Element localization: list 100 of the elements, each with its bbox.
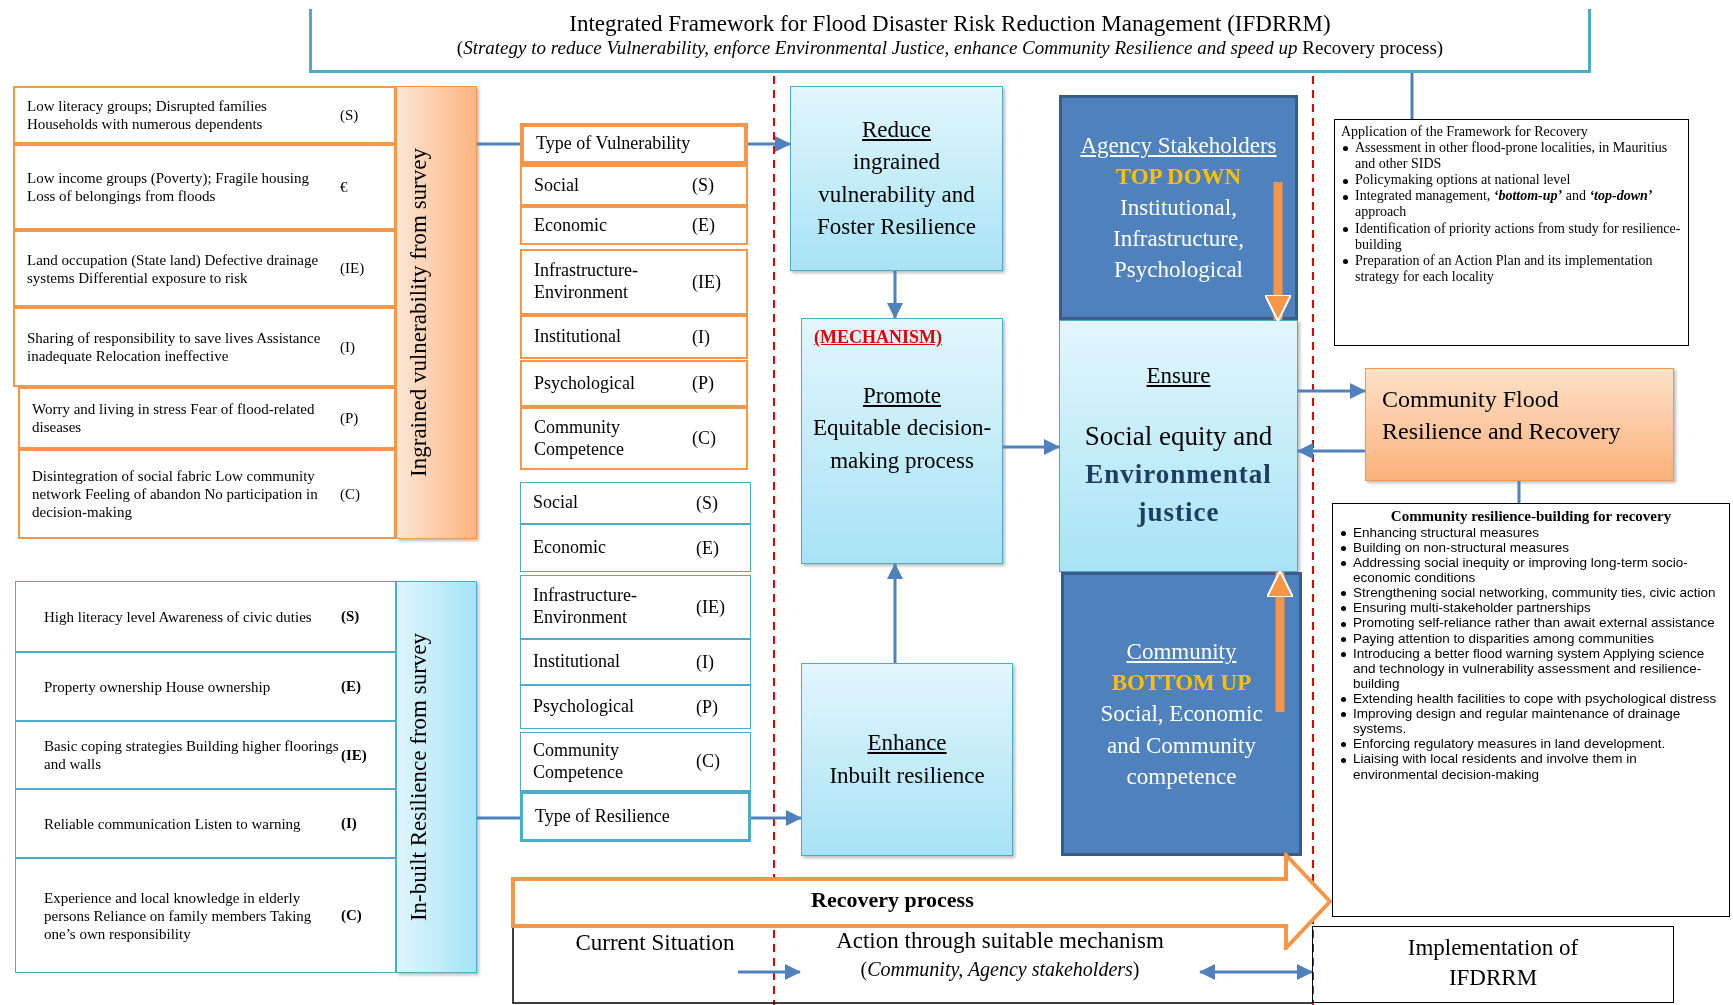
bullet-item: Extending health facilities to cope with psychological distress <box>1353 691 1717 706</box>
category-code: (IE) <box>692 271 722 293</box>
heading-text: Reduce <box>862 116 931 145</box>
table-row-box <box>520 249 748 315</box>
table-row-box <box>520 360 748 407</box>
heading-text: Agency Stakeholders <box>1080 131 1277 160</box>
row-label: Social <box>534 174 580 197</box>
row-label: Community Competence <box>534 416 625 461</box>
category-code: (I) <box>692 326 711 348</box>
table-row-box <box>520 524 751 572</box>
bullet-item: Addressing social inequity or improving long-term socio-economic conditions <box>1353 555 1688 586</box>
arrow <box>751 810 802 826</box>
title-text: Integrated Framework for Flood Disaster Risk Reduction Management (IFDRRM) <box>568 11 1332 37</box>
bullet-item: Building on non-structural measures <box>1353 539 1570 555</box>
table-row-box <box>15 721 396 789</box>
heading-text: Ensure <box>1146 362 1211 391</box>
row-label: Type of Resilience <box>535 805 671 828</box>
body-text: Equitable decision-making process <box>811 414 993 475</box>
table-row-box <box>13 230 396 307</box>
table-row-box <box>18 387 396 449</box>
bullet-item: Assessment in other flood-prone localities, in Mauritius and other SIDS <box>1355 140 1668 172</box>
connector-line <box>477 142 520 146</box>
row-label: Reliable communication Listen to warning <box>44 814 302 833</box>
tag-text: TOP DOWN <box>1115 162 1242 191</box>
row-label: Social <box>533 492 579 514</box>
arrow <box>887 271 903 319</box>
category-code: (IE) <box>341 746 368 764</box>
arrow <box>1298 383 1366 399</box>
row-label: Property ownership House ownership <box>44 677 272 696</box>
category-code: (P) <box>692 373 715 394</box>
bullet-item: Introducing a better flood warning system Applying science and technology in vulnerability assessment and resilience- building <box>1353 645 1705 691</box>
row-label: Economic <box>533 537 607 559</box>
process-box <box>1059 320 1298 572</box>
category-code: (S) <box>341 608 361 625</box>
category-code: (E) <box>692 215 716 236</box>
header-cell <box>520 123 748 165</box>
bullet-item: Identification of priority actions from study for resilience-building <box>1355 220 1681 252</box>
table-row-box <box>15 789 396 858</box>
emphasis-text: Environmental justice <box>1084 458 1273 529</box>
box-text: Implementation of IFDRRM <box>1407 935 1579 990</box>
table-row-box <box>520 639 751 685</box>
stakeholder-box <box>1061 572 1302 856</box>
table-row-box <box>13 307 396 387</box>
bullet-item: Liaising with local residents and involve them in environmental decision-making <box>1353 751 1637 782</box>
category-code: (P) <box>340 409 360 427</box>
row-label: Psychological <box>534 372 636 395</box>
row-label: Economic <box>534 214 608 237</box>
arrow <box>887 563 903 663</box>
table-row-box <box>520 315 748 359</box>
row-label: Community Competence <box>533 739 624 784</box>
table-row-box <box>520 732 751 791</box>
vertical-label: In-built Resilience from survey <box>406 632 432 922</box>
box-text: Community Flood Resilience and Recovery <box>1382 386 1621 445</box>
row-label: Worry and living in stress Fear of flood-related diseases <box>32 400 316 436</box>
bullet-item: Promoting self-reliance rather than await external assistance <box>1353 615 1715 631</box>
body-text: Action through suitable mechanism <box>835 928 1165 954</box>
row-label: Sharing of responsibility to save lives Assistance inadequate Relocation ineffective <box>27 329 322 365</box>
category-code: (C) <box>341 907 363 924</box>
bullet-item: Preparation of an Action Plan and its implementation strategy for each locality <box>1355 252 1653 284</box>
outcome-box <box>1365 368 1674 481</box>
row-label: Infrastructure- Environment <box>533 585 638 629</box>
bullet-list-box <box>1334 119 1689 346</box>
category-code: (IE) <box>340 260 366 277</box>
heading-text: Promote <box>863 382 941 411</box>
list-heading: Application of the Framework for Recovery <box>1341 124 1589 141</box>
connector-line <box>477 816 520 820</box>
table-row-box <box>520 407 748 470</box>
row-label: Type of Vulnerability <box>536 133 692 155</box>
category-code: € <box>340 178 349 196</box>
list-heading: Community resilience-building for recovery <box>1389 508 1673 525</box>
category-code: (I) <box>340 338 356 356</box>
row-label: Infrastructure- Environment <box>534 260 639 304</box>
arrow <box>1003 439 1060 455</box>
bullet-item: Paying attention to disparities among communities <box>1353 630 1654 646</box>
category-code: (S) <box>696 492 719 514</box>
double-arrow <box>1199 964 1313 980</box>
table-row-box <box>520 482 751 524</box>
row-label: Land occupation (State land) Defective drainage systems Differential exposure to risk <box>27 250 320 287</box>
arrow <box>1297 443 1365 459</box>
table-row-box <box>13 144 396 230</box>
connector-line <box>1410 73 1414 119</box>
category-code: (S) <box>340 106 360 124</box>
body-text: ingrained vulnerability and Foster Resilience <box>815 148 977 241</box>
category-code: (C) <box>340 485 361 503</box>
category-code: (IE) <box>696 596 726 618</box>
result-box <box>1312 926 1674 1003</box>
tag-text: (MECHANISM) <box>814 326 942 349</box>
table-row-box <box>520 685 751 729</box>
process-box <box>790 86 1003 271</box>
table-row-box <box>18 449 396 539</box>
row-label: Low income groups (Poverty); Fragile housing Loss of belongings from floods <box>27 169 311 205</box>
arrow <box>1266 570 1294 712</box>
vertical-label: Ingrained vulnerability from survey <box>406 148 432 477</box>
category-code: (I) <box>696 651 715 673</box>
arrow <box>748 136 791 152</box>
row-label: Institutional <box>533 651 621 673</box>
row-label: Psychological <box>533 696 635 718</box>
process-box <box>801 663 1013 856</box>
title-box <box>309 9 1591 73</box>
bullet-item: Policymaking options at national level <box>1355 172 1571 188</box>
